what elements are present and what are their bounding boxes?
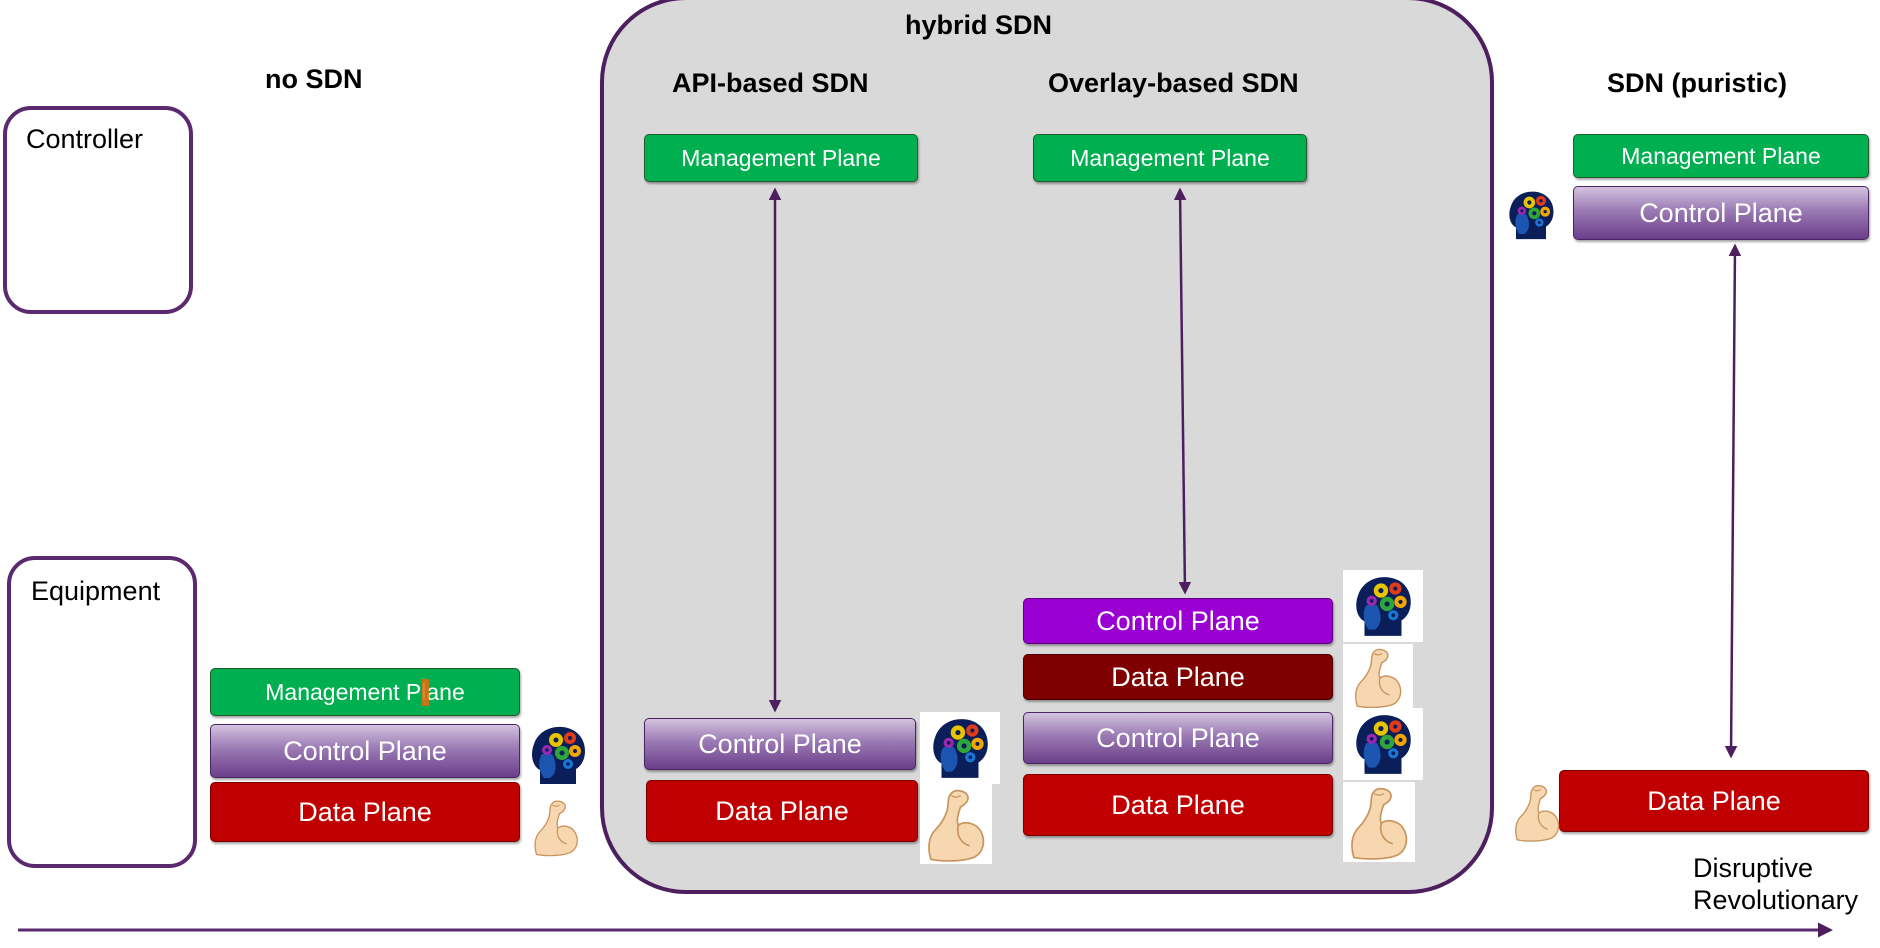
flexed-bicep-icon — [1343, 782, 1415, 862]
brain-gears-icon — [920, 712, 1000, 784]
data-plane: Data Plane — [1023, 774, 1333, 836]
puristic-arrow — [1724, 243, 1742, 759]
control-plane: Control Plane — [210, 724, 520, 778]
brain-gears-icon — [1343, 708, 1423, 780]
brain-gears-icon — [1343, 570, 1423, 642]
heading-hybrid-sdn: hybrid SDN — [905, 10, 1053, 40]
heading-overlay-based-sdn: Overlay-based SDN — [1048, 68, 1299, 98]
heading-no-sdn: no SDN — [265, 64, 363, 94]
overlay-control-plane: Control Plane — [1023, 598, 1333, 644]
overlay-arrow — [1173, 187, 1192, 595]
controller-box — [3, 106, 193, 314]
management-plane: Management Plane — [644, 134, 918, 182]
management-plane: Management Plane — [1033, 134, 1307, 182]
data-plane: Data Plane — [646, 780, 918, 842]
management-plane-label-start: Management Pl — [265, 678, 427, 705]
data-plane: Data Plane — [210, 782, 520, 842]
heading-sdn-puristic: SDN (puristic) — [1607, 68, 1788, 98]
axis-label-disruptive: Disruptive — [1693, 853, 1814, 883]
control-plane: Control Plane — [644, 718, 916, 770]
axis-label-revolutionary: Revolutionary — [1693, 885, 1859, 915]
control-plane: Control Plane — [1573, 186, 1869, 240]
flexed-bicep-icon — [1343, 644, 1413, 710]
data-plane: Data Plane — [1559, 770, 1869, 832]
equipment-box — [7, 556, 197, 868]
overlay-data-plane: Data Plane — [1023, 654, 1333, 700]
heading-api-based-sdn: API-based SDN — [672, 68, 869, 98]
management-plane-label-end: ane — [426, 678, 465, 705]
management-plane: Management Plane — [1573, 134, 1869, 178]
control-plane: Control Plane — [1023, 712, 1333, 764]
text-cursor — [422, 678, 430, 706]
flexed-bicep-icon — [920, 784, 992, 864]
equipment-label: Equipment — [31, 576, 161, 606]
controller-label: Controller — [26, 124, 144, 154]
